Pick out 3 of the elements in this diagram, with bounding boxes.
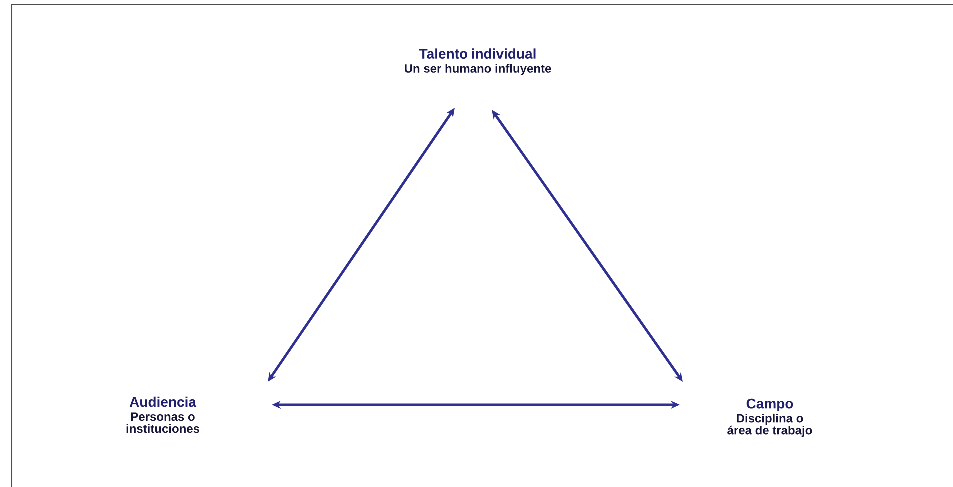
node-label: Campo Disciplina o área de trabajo bbox=[728, 398, 812, 438]
node-label: Talento individual Un ser humano influyente bbox=[405, 48, 552, 76]
node-label: Audiencia Personas o instituciones bbox=[126, 396, 200, 434]
